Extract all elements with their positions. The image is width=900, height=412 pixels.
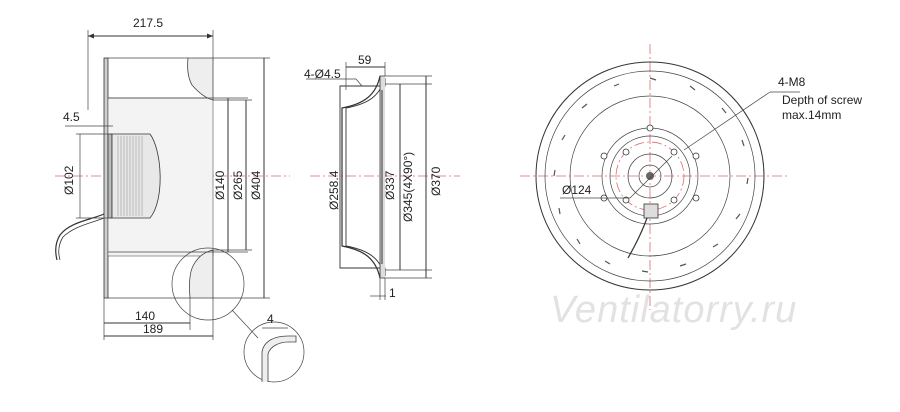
- side-view: 217.5 4.5 Ø102: [55, 16, 305, 383]
- dim-189: 189: [143, 322, 163, 336]
- dim-d265: Ø265: [231, 170, 245, 200]
- motor-flange: [107, 133, 113, 219]
- dim-1: 1: [389, 286, 396, 300]
- inlet-ring-top: [187, 57, 214, 101]
- bolt-holes: [600, 124, 700, 204]
- label-depth-line1: Depth of screw: [782, 93, 862, 107]
- dim-d140: Ø140: [213, 170, 227, 200]
- outer-ring: [544, 70, 756, 282]
- inlet-ring-profile: [341, 75, 381, 279]
- back-plate: [103, 57, 109, 299]
- dim-d404: Ø404: [249, 170, 263, 200]
- dim-holes: 4-Ø4.5: [304, 67, 341, 81]
- motor-fins: [117, 136, 143, 216]
- hub-circle: [638, 164, 662, 188]
- cable-gland: [643, 203, 659, 219]
- front-view: 4-M8 Depth of screw max.14mm Ø124: [520, 44, 862, 310]
- bolt-circle: [615, 141, 685, 211]
- thread-leader: [683, 91, 771, 151]
- dim-flange: 4.5: [63, 110, 80, 124]
- dim-140: 140: [135, 309, 155, 323]
- shaft: [646, 172, 654, 180]
- dim-hub: Ø102: [62, 165, 76, 195]
- blade-marks: [553, 77, 749, 273]
- dim-59: 59: [358, 53, 372, 67]
- dim-124: Ø124: [562, 183, 592, 197]
- dim-337: Ø337: [383, 170, 397, 200]
- section-view: 59 4-Ø4.5 Ø258.4 Ø337 Ø345(4X90°) Ø370 1: [304, 53, 460, 300]
- dim-345: Ø345(4X90°): [401, 152, 415, 222]
- dim-258: Ø258.4: [327, 170, 341, 210]
- dim-overall-length: 217.5: [133, 16, 163, 30]
- label-thread: 4-M8: [778, 75, 806, 89]
- inlet-ring-outline: [339, 77, 386, 277]
- dim-370: Ø370: [429, 166, 443, 196]
- detail-view-circle: [243, 321, 305, 383]
- label-depth-line2: max.14mm: [782, 108, 841, 122]
- outer-circle: [535, 61, 765, 291]
- watermark: Ventilatorry.ru: [550, 289, 797, 331]
- detail-callout-circle: [171, 247, 245, 321]
- cable: [55, 213, 105, 261]
- dim-4: 4: [267, 312, 274, 326]
- inlet-ring-bottom: [189, 249, 214, 299]
- inlet-circle: [569, 95, 731, 257]
- rotor-circle: [627, 153, 673, 199]
- detail-leader: [231, 309, 259, 339]
- front-cable: [627, 217, 648, 259]
- detail-profile: [261, 335, 297, 382]
